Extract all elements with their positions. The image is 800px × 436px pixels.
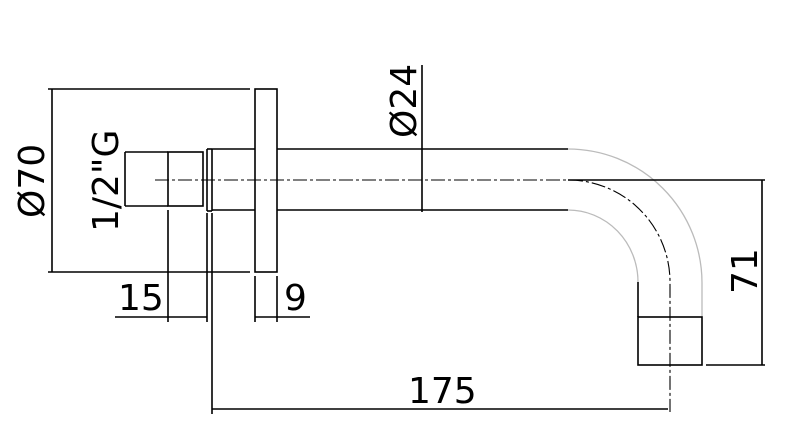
drop-label: 71 [725, 248, 766, 294]
drop-dimension: 71 [568, 179, 766, 366]
flange-thickness-dimension: 9 [254, 276, 310, 322]
projection-dimension: 175 [211, 213, 668, 414]
thread-label: 1/2"G [86, 130, 127, 232]
flange-thickness-label: 9 [284, 278, 307, 319]
flange-diameter-label: Ø70 [12, 144, 53, 218]
projection-label: 175 [408, 371, 477, 412]
pipe-diameter-dimension: Ø24 [384, 64, 425, 212]
threaded-connector: 1/2"G [86, 130, 213, 232]
flange-diameter-dimension: Ø70 [12, 88, 250, 273]
pipe-diameter-label: Ø24 [384, 64, 425, 138]
thread-length-dimension: 15 [115, 210, 208, 322]
thread-length-label: 15 [118, 278, 164, 319]
